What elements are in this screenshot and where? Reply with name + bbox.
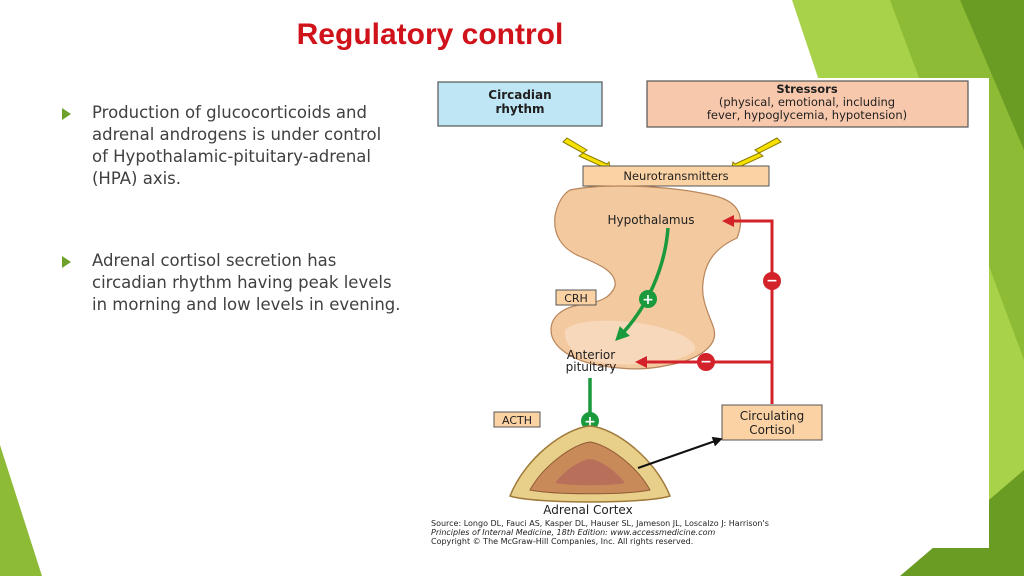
bullet-text: Adrenal cortisol secretion has circadian… bbox=[92, 251, 401, 314]
circadian-label-line1: Circadian bbox=[488, 88, 551, 102]
crh-label: CRH bbox=[564, 292, 588, 305]
stressors-line2: (physical, emotional, including bbox=[719, 95, 895, 109]
plus-symbol: + bbox=[584, 414, 596, 430]
source-line-1: Source: Longo DL, Fauci AS, Kasper DL, H… bbox=[431, 519, 769, 528]
circulating-cortisol-box: Circulating Cortisol bbox=[721, 404, 823, 441]
acth-label: ACTH bbox=[502, 414, 532, 427]
adrenal-cortex-label: Adrenal Cortex bbox=[543, 503, 632, 517]
stressors-box: Stressors (physical, emotional, includin… bbox=[646, 80, 969, 128]
acth-plus-badge: + bbox=[581, 412, 599, 430]
anterior-pituitary-label-line1: Anterior bbox=[567, 348, 616, 362]
bullet-item: Adrenal cortisol secretion has circadian… bbox=[62, 250, 402, 316]
source-line-3: Copyright © The McGraw-Hill Companies, I… bbox=[431, 537, 693, 546]
source-line-2: Principles of Internal Medicine, 18th Ed… bbox=[431, 528, 715, 537]
adrenal-gland-illustration bbox=[509, 425, 671, 503]
plus-symbol: + bbox=[642, 292, 654, 308]
feedback-minus-badge-hypothalamus: − bbox=[763, 272, 781, 290]
bullet-arrow-icon bbox=[62, 256, 71, 268]
crh-plus-badge: + bbox=[639, 290, 657, 308]
circadian-label-line2: rhythm bbox=[495, 102, 544, 116]
hypothalamus-label: Hypothalamus bbox=[608, 213, 695, 227]
circulating-cortisol-line2: Cortisol bbox=[749, 423, 795, 437]
slide-title: Regulatory control bbox=[296, 18, 564, 51]
stressors-title: Stressors bbox=[776, 82, 838, 96]
cortisol-release-arrow bbox=[637, 436, 723, 469]
hpa-axis-diagram: Circadian rhythm Stressors (physical, em… bbox=[415, 78, 989, 548]
neurotransmitters-box: Neurotransmitters bbox=[582, 165, 770, 187]
bullet-text: Production of glucocorticoids and adrena… bbox=[92, 103, 382, 188]
crh-stimulation-arrow bbox=[615, 227, 670, 342]
feedback-minus-badge-pituitary: − bbox=[697, 353, 715, 371]
pituitary-lobe-shading bbox=[564, 320, 696, 365]
circulating-cortisol-line1: Circulating bbox=[740, 409, 805, 423]
deco-triangle-left bbox=[0, 445, 42, 576]
cortisol-feedback-loop bbox=[722, 215, 774, 404]
minus-symbol: − bbox=[700, 354, 712, 370]
bullet-list: Production of glucocorticoids and adrena… bbox=[62, 102, 402, 316]
anterior-pituitary-label-line2: pituitary bbox=[566, 360, 617, 374]
crh-box: CRH bbox=[555, 289, 597, 306]
bullet-arrow-icon bbox=[62, 108, 71, 120]
circadian-rhythm-box: Circadian rhythm bbox=[437, 81, 603, 127]
acth-box: ACTH bbox=[493, 411, 541, 428]
bullet-item: Production of glucocorticoids and adrena… bbox=[62, 102, 402, 190]
minus-symbol: − bbox=[766, 273, 778, 289]
neurotransmitters-label: Neurotransmitters bbox=[623, 169, 728, 183]
stressors-line3: fever, hypoglycemia, hypotension) bbox=[707, 108, 907, 122]
